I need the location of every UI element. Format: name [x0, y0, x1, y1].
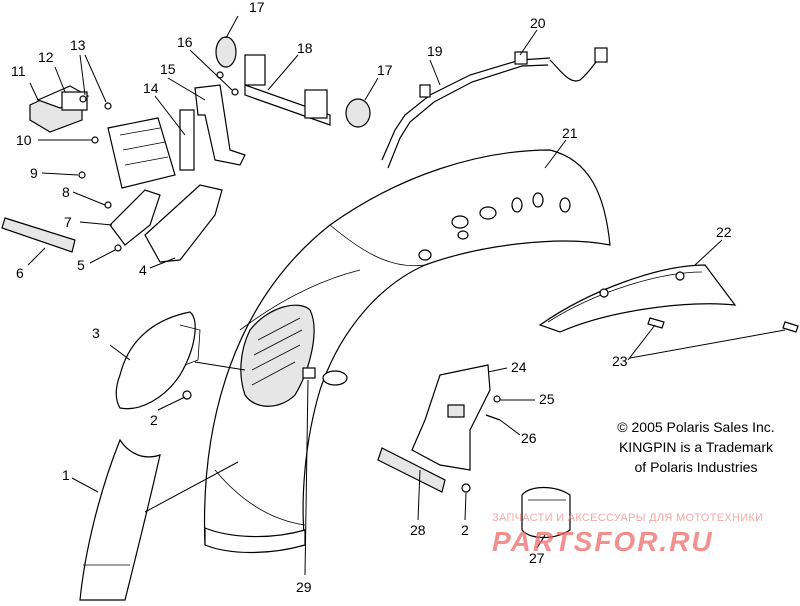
part-22-tip	[538, 264, 737, 333]
part-19-harness	[381, 47, 608, 169]
part-rear-fender	[203, 149, 611, 554]
part-10-plate-bracket	[107, 117, 176, 189]
callout-7: 7	[64, 214, 72, 230]
callout-numbers: 11 12 13 10 9 8 7 6 5 4 14 15 16 17 18 1…	[11, 0, 732, 595]
callout-23: 23	[612, 353, 628, 369]
callout-3: 3	[92, 325, 100, 341]
part-23-screws	[647, 317, 799, 333]
callout-2-bottom: 2	[461, 522, 469, 538]
callout-25: 25	[539, 391, 555, 407]
leader-lines	[27, 15, 786, 576]
callout-22: 22	[716, 224, 732, 240]
callout-11: 11	[11, 63, 26, 79]
callout-17-top: 17	[249, 0, 265, 15]
callout-19: 19	[427, 43, 443, 59]
part-27-housing	[521, 486, 571, 539]
callout-9: 9	[30, 165, 38, 181]
callout-12: 12	[38, 49, 54, 65]
part-1-trim	[79, 438, 161, 601]
callout-13: 13	[70, 37, 86, 53]
copyright-line-3: of Polaris Industries	[634, 459, 758, 475]
part-17-plug	[215, 36, 371, 128]
part-28-strip	[377, 447, 446, 493]
copyright-line-1: © 2005 Polaris Sales Inc.	[617, 419, 775, 435]
callout-8: 8	[62, 184, 70, 200]
callout-24: 24	[511, 359, 527, 375]
part-29-clip	[302, 367, 348, 386]
watermark: ЗАПЧАСТИ И АКСЕССУАРЫ ДЛЯ МОТОТЕХНИКИ PA…	[492, 512, 792, 558]
callout-10: 10	[16, 132, 32, 148]
callout-20: 20	[530, 15, 546, 31]
callout-4: 4	[139, 262, 147, 278]
callout-2-left: 2	[150, 412, 158, 428]
part-24-plate	[411, 364, 491, 471]
callout-21: 21	[562, 125, 578, 141]
callout-16: 16	[177, 34, 193, 50]
callout-29: 29	[296, 579, 312, 595]
part-15-bracket	[179, 84, 246, 171]
callout-15: 15	[160, 61, 176, 77]
part-18-bar	[244, 54, 331, 126]
copyright-notice: © 2005 Polaris Sales Inc. KINGPIN is a T…	[596, 417, 796, 477]
copyright-line-2: KINGPIN is a Trademark	[618, 439, 774, 455]
callout-26: 26	[521, 430, 537, 446]
callout-1: 1	[62, 467, 70, 483]
part-6-reflector	[1, 217, 76, 253]
callout-28: 28	[410, 522, 426, 538]
watermark-logo: PARTSFOR.RU	[492, 526, 714, 557]
callout-14: 14	[143, 80, 159, 96]
part-4-bracket	[109, 184, 223, 263]
watermark-tagline: ЗАПЧАСТИ И АКСЕССУАРЫ ДЛЯ МОТОТЕХНИКИ	[492, 512, 764, 524]
part-fasteners	[78, 71, 501, 493]
callout-27: 27	[529, 550, 545, 566]
part-3-cover	[115, 311, 201, 410]
callout-17-right: 17	[377, 62, 393, 78]
callout-18: 18	[297, 40, 313, 56]
part-11-taillight	[29, 85, 90, 133]
callout-5: 5	[77, 257, 85, 273]
callout-6: 6	[16, 265, 24, 281]
